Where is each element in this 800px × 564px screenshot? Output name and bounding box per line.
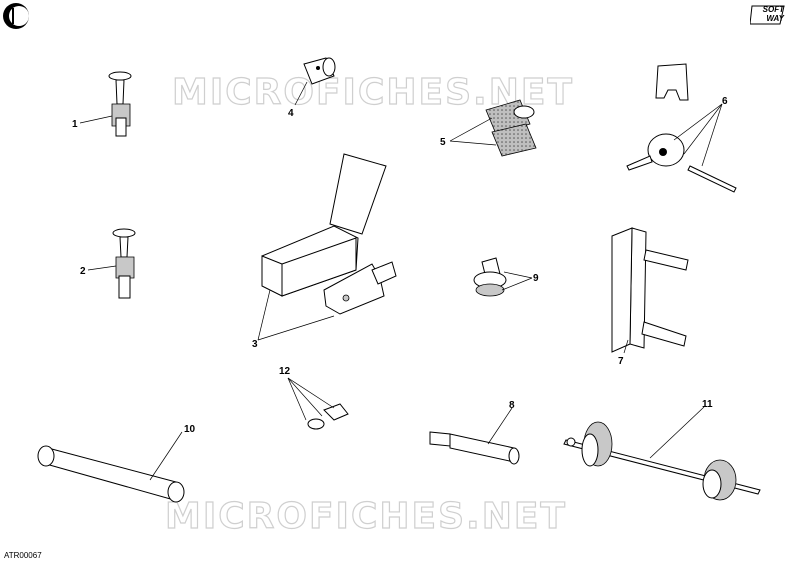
callout-4: 4 (288, 108, 294, 119)
callout-2: 2 (80, 266, 86, 277)
logo-line-1: SOFT (762, 5, 784, 14)
callout-3: 3 (252, 339, 258, 350)
logo-line-2: WAY (766, 14, 784, 23)
callout-10: 10 (184, 424, 196, 435)
part-2-tool (87, 228, 136, 299)
catalog-icon (3, 3, 29, 29)
callout-5: 5 (440, 137, 446, 148)
part-3-kit-case (257, 153, 397, 341)
part-12-clips (287, 377, 349, 430)
watermark-bottom: MICROFICHES.NET (165, 496, 567, 537)
part-4-sleeve (294, 57, 336, 106)
part-10-mandrel (37, 431, 185, 503)
callout-12: 12 (279, 366, 291, 377)
callout-8: 8 (509, 400, 515, 411)
part-1-tool (79, 71, 132, 137)
callout-6: 6 (722, 96, 728, 107)
callout-9: 9 (533, 273, 539, 284)
softway-logo-icon (749, 4, 786, 26)
softway-logo-text: SOFT WAY (763, 5, 784, 23)
callout-1: 1 (72, 119, 78, 130)
diagram-code: ATR00067 (4, 551, 42, 560)
part-9-plug (473, 257, 533, 297)
part-7-bracket (611, 227, 689, 354)
callout-11: 11 (702, 399, 713, 410)
callout-7: 7 (618, 356, 624, 367)
part-8-drift (429, 407, 520, 465)
part-11-extractor (563, 406, 761, 501)
part-6-puller-set (626, 63, 737, 193)
part-5-half-shells (449, 99, 537, 157)
